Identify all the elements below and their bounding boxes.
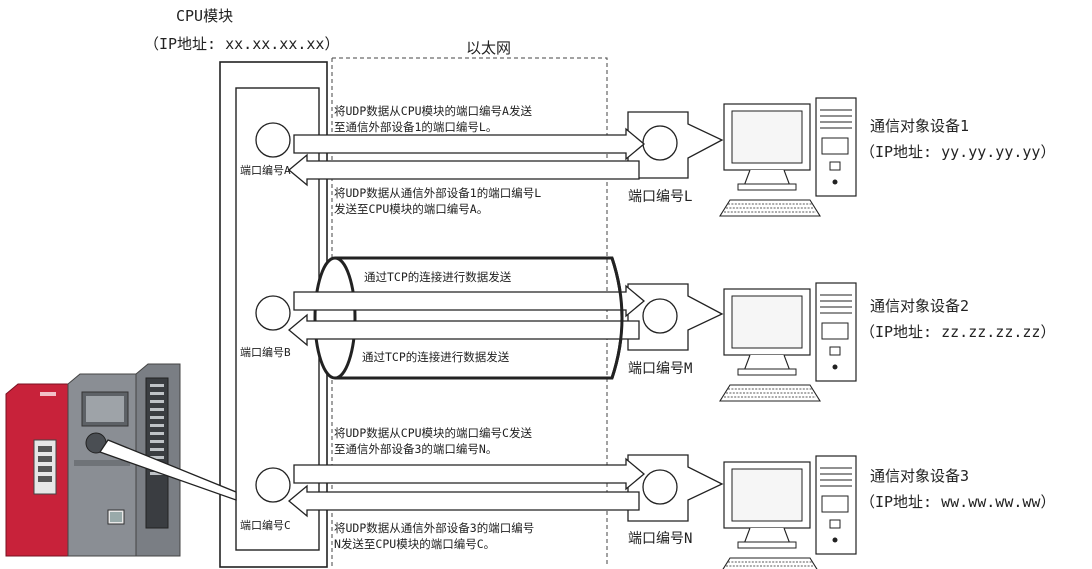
port-m-block	[627, 283, 724, 351]
port-n-block	[627, 454, 724, 522]
port-c-label: 端口编号C	[240, 519, 291, 532]
tcp-top-label: 通过TCP的连接进行数据发送	[364, 270, 512, 284]
port-l-label: 端口编号L	[628, 189, 693, 205]
cpu-ip: （IP地址: xx.xx.xx.xx）	[144, 35, 340, 53]
pc-device-1-icon	[719, 97, 857, 217]
tcp-bottom-label: 通过TCP的连接进行数据发送	[362, 350, 510, 364]
zoom-pointer	[98, 439, 237, 501]
pc-device-2-icon	[719, 282, 857, 402]
udp-n-to-c-line1: 将UDP数据从通信外部设备3的端口编号	[334, 521, 535, 535]
udp-arrow-l-to-a	[288, 154, 640, 186]
port-a-circle	[255, 122, 291, 158]
udp-l-to-a-line1: 将UDP数据从通信外部设备1的端口编号L	[334, 186, 542, 200]
ethernet-zone	[332, 57, 608, 567]
device-3-name: 通信对象设备3	[870, 467, 970, 485]
udp-arrow-c-to-n	[293, 458, 645, 490]
port-m-label: 端口编号M	[628, 361, 693, 377]
device-1-name: 通信对象设备1	[870, 117, 970, 135]
device-3-ip: （IP地址: ww.ww.ww.ww）	[860, 493, 1056, 511]
cpu-title: CPU模块	[176, 7, 234, 25]
port-b-circle	[255, 295, 291, 331]
udp-l-to-a-line2: 发送至CPU模块的端口编号A。	[334, 202, 489, 216]
pc-device-3-icon	[719, 455, 857, 569]
udp-c-to-n-line1: 将UDP数据从CPU模块的端口编号C发送	[334, 426, 532, 440]
device-2-name: 通信对象设备2	[870, 297, 970, 315]
udp-arrow-n-to-c	[288, 485, 640, 517]
port-n-label: 端口编号N	[628, 531, 693, 547]
port-b-label: 端口编号B	[240, 346, 291, 359]
udp-c-to-n-line2: 至通信外部设备3的端口编号N。	[334, 442, 498, 456]
device-2-ip: （IP地址: zz.zz.zz.zz）	[860, 323, 1056, 341]
port-a-label: 端口编号A	[240, 164, 291, 177]
port-l-block	[627, 111, 724, 179]
port-c-circle	[255, 467, 291, 503]
udp-a-to-l-line1: 将UDP数据从CPU模块的端口编号A发送	[334, 104, 532, 118]
udp-a-to-l-line2: 至通信外部设备1的端口编号L。	[334, 120, 498, 134]
udp-n-to-c-line2: N发送至CPU模块的端口编号C。	[334, 537, 496, 551]
ethernet-label: 以太网	[466, 39, 512, 57]
device-1-ip: （IP地址: yy.yy.yy.yy）	[860, 143, 1056, 161]
